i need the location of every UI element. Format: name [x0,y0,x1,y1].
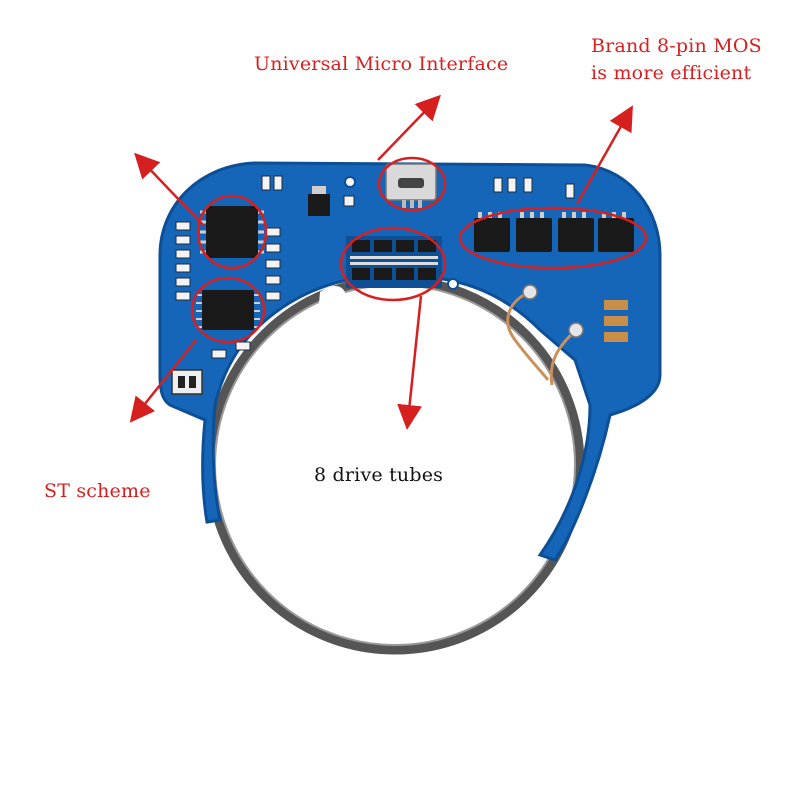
left-resistor-column [175,175,575,359]
arrow-mos [575,105,633,205]
highlight-mos [458,206,648,270]
mounting-hole [447,278,459,290]
highlight-st-mcu [190,276,266,344]
mounting-hole [344,176,356,188]
highlight-driver-ic [196,194,268,270]
label-brand-mos-line2: is more efficient [591,62,752,84]
highlight-ellipses [190,156,648,344]
arrow-st [129,339,197,423]
arrow-usb [377,94,441,161]
label-universal-micro-interface: Universal Micro Interface [254,53,509,75]
label-brand-mos-line1: Brand 8-pin MOS [591,35,762,57]
pcb-board [158,161,662,562]
arrow-driver [134,152,205,227]
board-connector [171,369,203,395]
st-mcu-chip [196,290,260,330]
highlight-usb [377,156,447,212]
arrow-drive [397,295,423,430]
annotation-arrows [129,94,633,430]
label-drive-tubes: 8 drive tubes [314,464,444,486]
micro-usb-port [385,163,437,208]
highlight-drive-tubes [339,226,447,302]
drive-tubes-array [346,236,442,288]
board-cutout [318,285,345,316]
solder-point [522,284,538,300]
mos-transistor-array [474,212,634,252]
label-st-scheme: ST scheme [44,480,151,502]
driver-ic-chip [200,206,264,258]
solder-point [568,322,584,338]
battery-pads [604,300,628,342]
voltage-regulator [308,186,355,216]
